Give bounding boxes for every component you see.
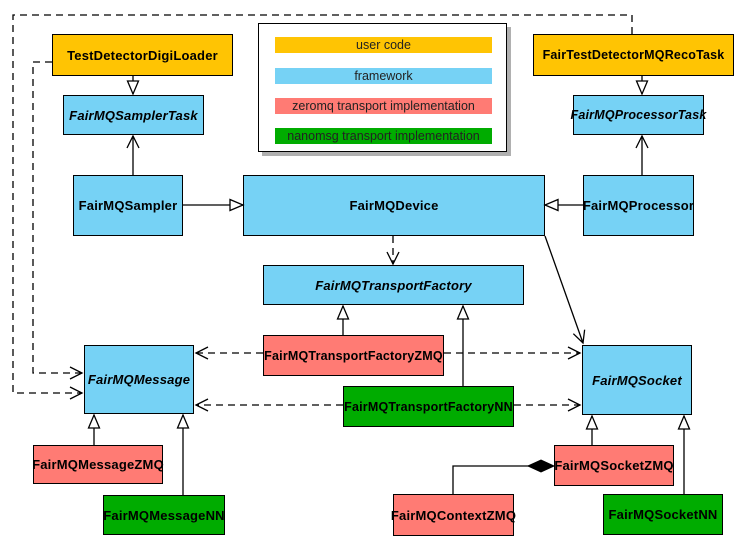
node-fairmqprocessor: FairMQProcessor xyxy=(583,175,694,236)
node-testdetectordigiloader: TestDetectorDigiLoader xyxy=(52,34,233,76)
legend: user code framework zeromq transport imp… xyxy=(258,23,507,152)
legend-item-framework: framework xyxy=(275,68,492,84)
node-fairmqsocket: FairMQSocket xyxy=(582,345,692,415)
composition-diamond-icon xyxy=(526,459,556,473)
node-fairmqtransportfactory: FairMQTransportFactory xyxy=(263,265,524,305)
legend-item-nanomsg: nanomsg transport implementation xyxy=(275,128,492,144)
node-fairmqsocketnn: FairMQSocketNN xyxy=(603,494,723,535)
open-arrow-icon xyxy=(544,235,586,345)
node-fairmqcontextzmq: FairMQContextZMQ xyxy=(391,494,516,536)
node-fairmqmessagezmq: FairMQMessageZMQ xyxy=(32,445,164,484)
node-fairtestdetectormqrecotask: FairTestDetectorMQRecoTask xyxy=(533,34,734,76)
node-fairmqprocessortask: FairMQProcessorTask xyxy=(570,95,706,135)
node-fairmqtransportfactorynn: FairMQTransportFactoryNN xyxy=(343,386,514,427)
node-fairmqmessagenn: FairMQMessageNN xyxy=(103,495,225,535)
node-fairmqmessage: FairMQMessage xyxy=(84,345,194,414)
node-fairmqsampler: FairMQSampler xyxy=(73,175,183,236)
composition-link xyxy=(452,465,530,494)
node-fairmqdevice: FairMQDevice xyxy=(243,175,545,236)
node-fairmqsocketzmq: FairMQSocketZMQ xyxy=(554,445,674,486)
node-fairmqtransportfactoryzmq: FairMQTransportFactoryZMQ xyxy=(263,335,444,376)
node-fairmqsamplertask: FairMQSamplerTask xyxy=(63,95,204,135)
legend-item-user-code: user code xyxy=(275,37,492,53)
legend-item-zeromq: zeromq transport implementation xyxy=(275,98,492,114)
